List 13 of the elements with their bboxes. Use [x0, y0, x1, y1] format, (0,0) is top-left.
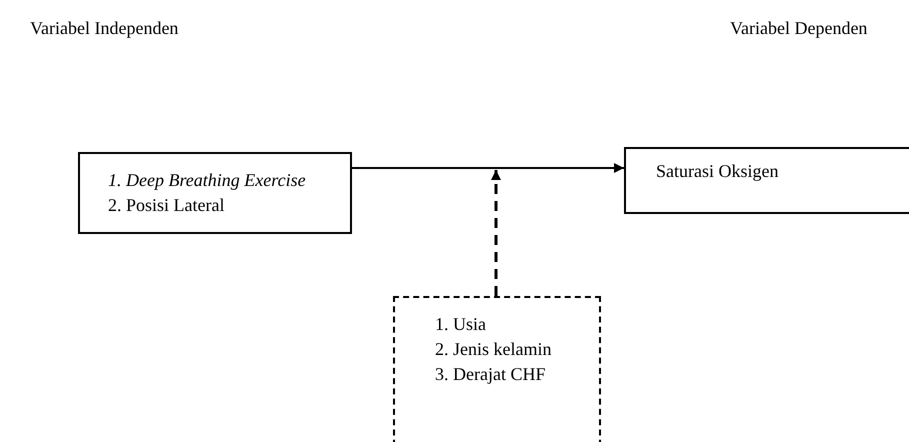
list-item: Saturasi Oksigen [656, 160, 780, 183]
process-box [624, 147, 909, 214]
process-box [78, 152, 352, 234]
dashed-box [393, 296, 601, 442]
list-item: 2. Posisi Lateral [108, 194, 226, 217]
heading-label: Variabel Dependen [730, 18, 868, 39]
list-item: 3. Derajat CHF [435, 363, 546, 386]
dashed-arrow [491, 170, 501, 296]
arrow [352, 163, 624, 173]
list-item: 2. Jenis kelamin [435, 338, 552, 361]
list-item: 1. Deep Breathing Exercise [108, 169, 307, 192]
list-item: 1. Usia [435, 313, 487, 336]
heading-label: Variabel Independen [30, 18, 178, 39]
